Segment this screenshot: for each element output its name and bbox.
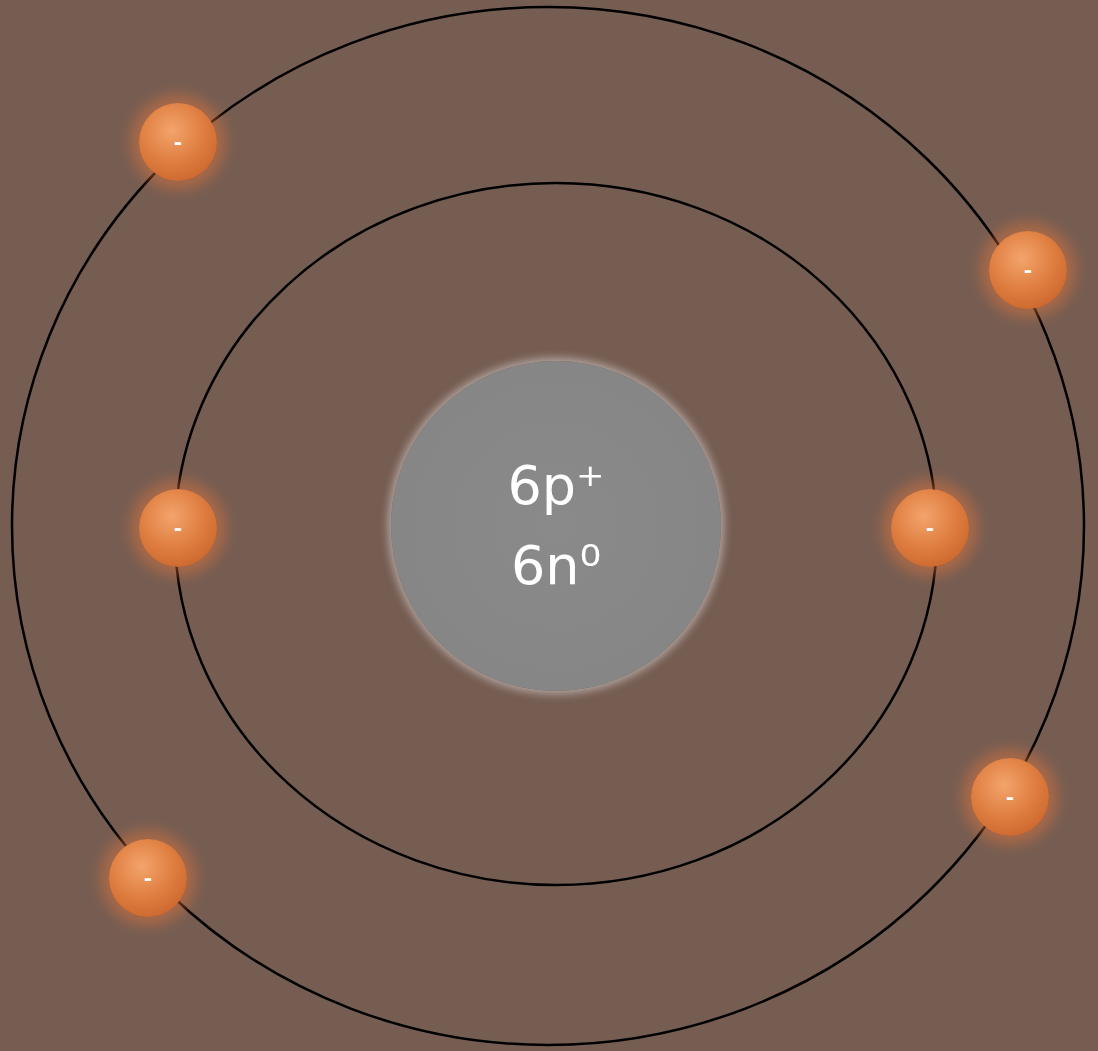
nucleus-circle: 6p⁺6n⁰	[391, 361, 721, 691]
electron-circle: -	[139, 489, 217, 567]
charge-sign: -	[926, 518, 934, 538]
particle-count: 6p⁺	[507, 446, 604, 526]
particle-count: 6n⁰	[511, 526, 601, 606]
charge-sign: -	[174, 132, 182, 152]
charge-sign: -	[1024, 260, 1032, 280]
charge-sign: -	[144, 868, 152, 888]
outer-orbit	[12, 7, 1084, 1045]
charge-sign: -	[1006, 787, 1014, 807]
inner-orbit	[175, 183, 937, 885]
charge-sign: -	[174, 518, 182, 538]
electron-circle: -	[109, 839, 187, 917]
electron-circle: -	[971, 758, 1049, 836]
electron-circle: -	[891, 489, 969, 567]
electron-circle: -	[139, 103, 217, 181]
electron-circle: -	[989, 231, 1067, 309]
